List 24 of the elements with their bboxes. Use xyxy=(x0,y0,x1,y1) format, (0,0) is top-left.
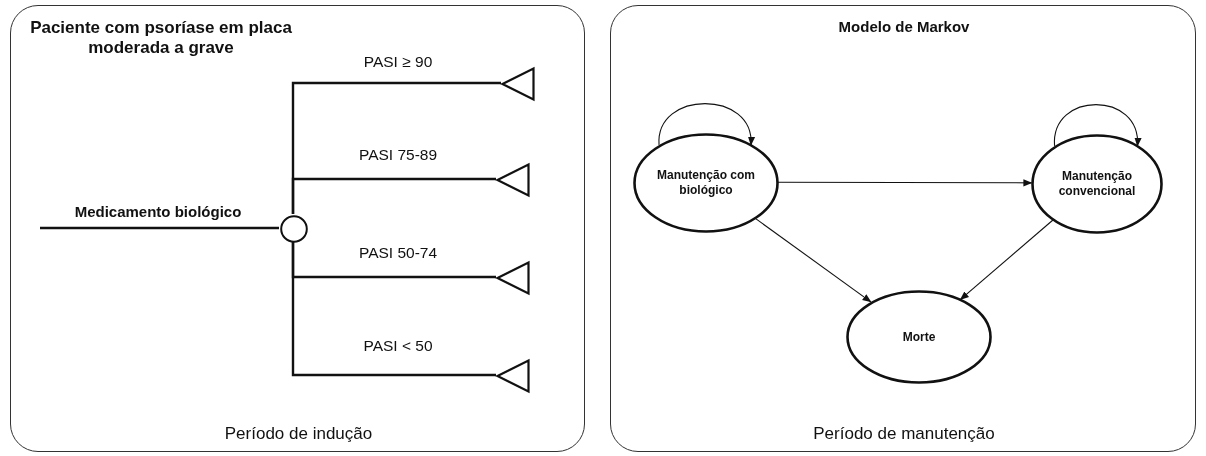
state-ellipse xyxy=(846,290,992,384)
transition-arrow xyxy=(753,216,872,303)
panel-footer: Período de indução xyxy=(11,424,586,445)
chance-node-circle xyxy=(280,215,308,243)
branch-line xyxy=(291,177,496,214)
panel-card xyxy=(610,5,1196,452)
panel-card xyxy=(10,5,585,452)
terminal-node-triangle xyxy=(501,67,535,101)
self-loop-arrow xyxy=(658,103,754,146)
state-label: Manutenção com biológico xyxy=(656,168,756,198)
panel-heading: Paciente com psoríase em placa moderada a grave xyxy=(29,18,293,59)
terminal-node-triangle xyxy=(496,261,530,295)
branch-line xyxy=(291,242,496,377)
panel-footer: Período de manutenção xyxy=(611,424,1197,445)
state-ellipse xyxy=(633,133,779,233)
transition-arrow xyxy=(959,218,1055,300)
state-label: Manutenção convencional xyxy=(1057,169,1137,199)
branch-line xyxy=(40,226,279,230)
self-loop-arrow xyxy=(1054,104,1141,147)
terminal-node-triangle xyxy=(496,163,530,197)
state-label: Morte xyxy=(902,329,936,345)
panel-heading: Modelo de Markov xyxy=(837,18,971,36)
terminal-node-triangle xyxy=(496,359,530,393)
state-ellipse xyxy=(1031,134,1163,234)
